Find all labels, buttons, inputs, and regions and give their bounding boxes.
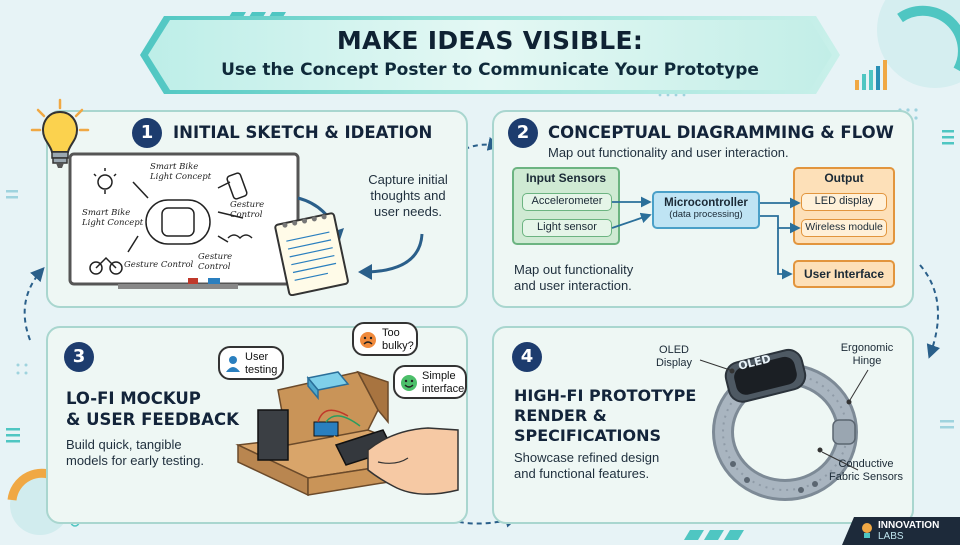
panel-description: Build quick, tangible models for early t… — [66, 437, 205, 468]
input-light-sensor: Light sensor — [522, 219, 612, 237]
user-interface-box: User Interface — [793, 260, 895, 288]
microcontroller-title: Microcontroller — [664, 197, 748, 209]
arrow-2-to-4 — [919, 264, 940, 359]
panel-description: Map out functionality and user interacti… — [514, 262, 634, 293]
input-accelerometer: Accelerometer — [522, 193, 612, 211]
page-title: MAKE IDEAS VISIBLE: — [336, 26, 644, 55]
page-subtitle: Use the Concept Poster to Communicate Yo… — [221, 60, 759, 80]
arrow-3-to-1 — [23, 267, 45, 341]
user-icon — [226, 356, 240, 372]
panel-subheading: Map out functionality and user interacti… — [548, 145, 789, 160]
panel-heading: CONCEPTUAL DIAGRAMMING & FLOW — [548, 123, 894, 142]
brand-text: INNOVATION LABS — [878, 520, 940, 542]
title-banner — [148, 20, 832, 90]
panel-heading: HIGH-FI PROTOTYPE RENDER & SPECIFICATION… — [514, 386, 697, 445]
output-wireless-module: Wireless module — [801, 219, 887, 237]
brand-badge: INNOVATION LABS — [842, 517, 960, 545]
bulb-logo-icon — [862, 523, 872, 538]
whiteboard — [68, 152, 300, 289]
output-title: Output — [824, 171, 864, 185]
step-number: 3 — [64, 342, 94, 372]
panel-description: Capture initial thoughts and user needs. — [368, 172, 448, 219]
cardboard-mockup — [235, 370, 459, 497]
step-number: 4 — [512, 342, 542, 372]
panel-prototype — [492, 326, 914, 524]
output-led-display: LED display — [801, 193, 887, 211]
wristband-render — [712, 348, 858, 501]
lightbulb-icon — [30, 98, 90, 168]
input-sensors-title: Input Sensors — [525, 171, 606, 185]
sad-face-icon — [360, 332, 376, 348]
panel-heading: LO-FI MOCKUP & USER FEEDBACK — [66, 389, 239, 429]
step-number: 1 — [132, 118, 162, 148]
happy-face-icon — [401, 375, 417, 391]
curved-arrow — [358, 233, 424, 280]
bar-chart-icon — [855, 60, 887, 90]
arrow-3-to-4 — [449, 514, 519, 528]
microcontroller-box: Microcontroller (data processing) — [652, 191, 760, 229]
notepad-icon — [274, 196, 349, 296]
microcontroller-subtitle: (data processing) — [669, 209, 743, 220]
panel-description: Showcase refined design and functional f… — [514, 450, 660, 481]
sketch-label: Gesture Control — [124, 260, 194, 270]
panel-heading: INITIAL SKETCH & IDEATION — [173, 123, 433, 142]
step-number: 2 — [508, 118, 538, 148]
